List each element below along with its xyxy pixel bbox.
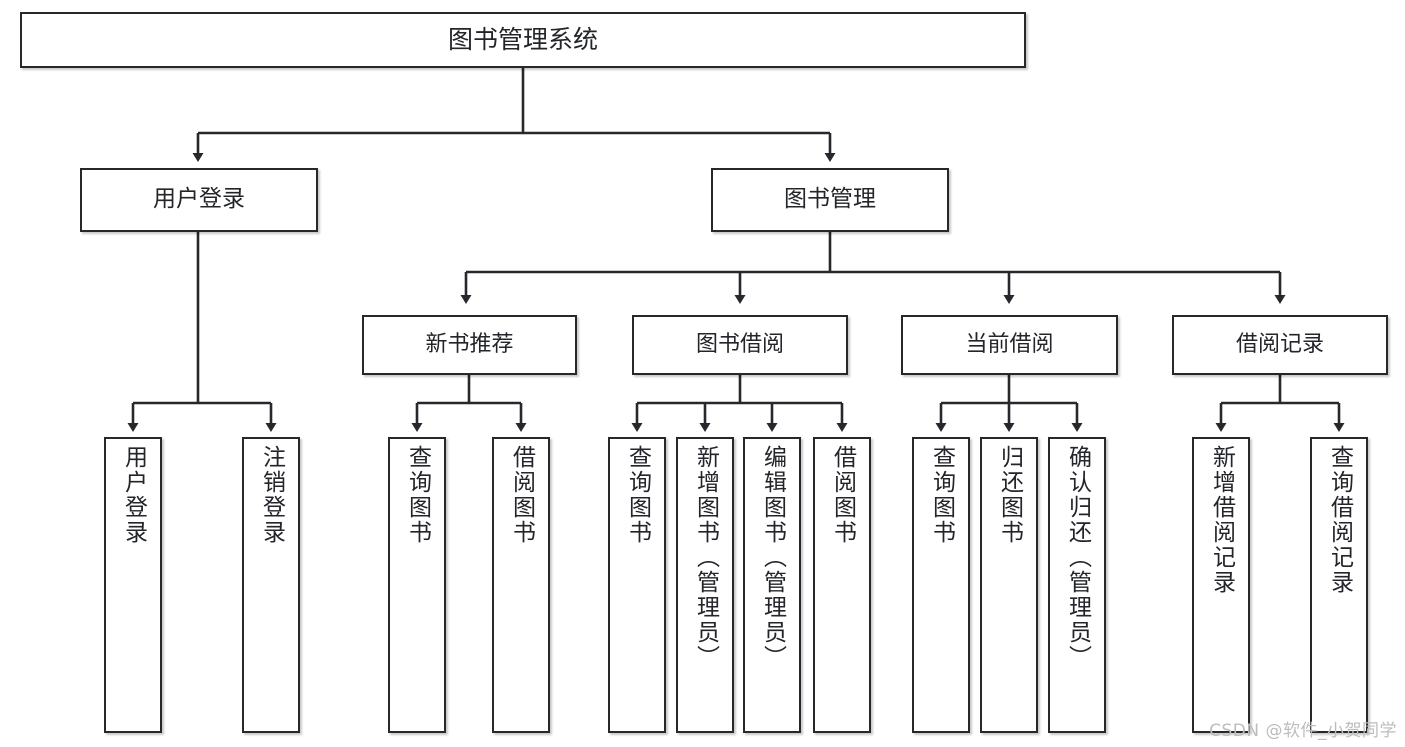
- csdn-watermark: CSDN @软件_小贺同学: [1209, 721, 1397, 741]
- leaf-borrow-query-book[interactable]: 查询图书: [608, 437, 666, 733]
- leaf-records-add-record-label: 新增借阅记录: [1208, 445, 1235, 595]
- leaf-borrow-add-book-admin-label: 新增图书（管理员）: [692, 445, 719, 670]
- node-root-system-label: 图书管理系统: [447, 25, 598, 55]
- leaf-current-confirm-return-admin-label: 确认归还（管理员）: [1064, 445, 1091, 670]
- leaf-user-login-signin[interactable]: 用户登录: [104, 437, 162, 733]
- leaf-current-query-book[interactable]: 查询图书: [912, 437, 970, 733]
- leaf-recommend-query-book[interactable]: 查询图书: [388, 437, 446, 733]
- node-new-book-recommend-label: 新书推荐: [425, 332, 514, 358]
- node-current-borrow-label: 当前借阅: [965, 332, 1054, 358]
- node-user-login-label: 用户登录: [153, 186, 245, 213]
- leaf-current-return-book[interactable]: 归还图书: [980, 437, 1038, 733]
- leaf-borrow-query-book-label: 查询图书: [624, 445, 651, 545]
- leaf-current-confirm-return-admin[interactable]: 确认归还（管理员）: [1048, 437, 1106, 733]
- leaf-borrow-borrow-book[interactable]: 借阅图书: [813, 437, 871, 733]
- leaf-borrow-add-book-admin[interactable]: 新增图书（管理员）: [676, 437, 734, 733]
- leaf-recommend-query-book-label: 查询图书: [404, 445, 431, 545]
- leaf-records-query-record[interactable]: 查询借阅记录: [1310, 437, 1368, 733]
- leaf-borrow-edit-book-admin[interactable]: 编辑图书（管理员）: [743, 437, 801, 733]
- node-book-borrow[interactable]: 图书借阅: [632, 315, 848, 375]
- leaf-records-query-record-label: 查询借阅记录: [1326, 445, 1353, 595]
- node-root-system[interactable]: 图书管理系统: [20, 12, 1026, 68]
- leaf-records-add-record[interactable]: 新增借阅记录: [1192, 437, 1250, 733]
- leaf-user-login-signin-label: 用户登录: [120, 445, 147, 545]
- node-borrow-records-label: 借阅记录: [1235, 332, 1324, 358]
- node-book-borrow-label: 图书借阅: [695, 332, 784, 358]
- node-book-management[interactable]: 图书管理: [711, 168, 949, 232]
- leaf-recommend-borrow-book-label: 借阅图书: [508, 445, 535, 545]
- node-borrow-records[interactable]: 借阅记录: [1172, 315, 1388, 375]
- leaf-recommend-borrow-book[interactable]: 借阅图书: [492, 437, 550, 733]
- leaf-user-login-signout[interactable]: 注销登录: [242, 437, 300, 733]
- leaf-borrow-edit-book-admin-label: 编辑图书（管理员）: [759, 445, 786, 670]
- node-current-borrow[interactable]: 当前借阅: [901, 315, 1118, 375]
- node-new-book-recommend[interactable]: 新书推荐: [362, 315, 577, 375]
- node-user-login[interactable]: 用户登录: [80, 168, 318, 232]
- node-book-management-label: 图书管理: [784, 186, 876, 213]
- leaf-borrow-borrow-book-label: 借阅图书: [829, 445, 856, 545]
- leaf-current-return-book-label: 归还图书: [996, 445, 1023, 545]
- leaf-user-login-signout-label: 注销登录: [258, 445, 285, 545]
- leaf-current-query-book-label: 查询图书: [928, 445, 955, 545]
